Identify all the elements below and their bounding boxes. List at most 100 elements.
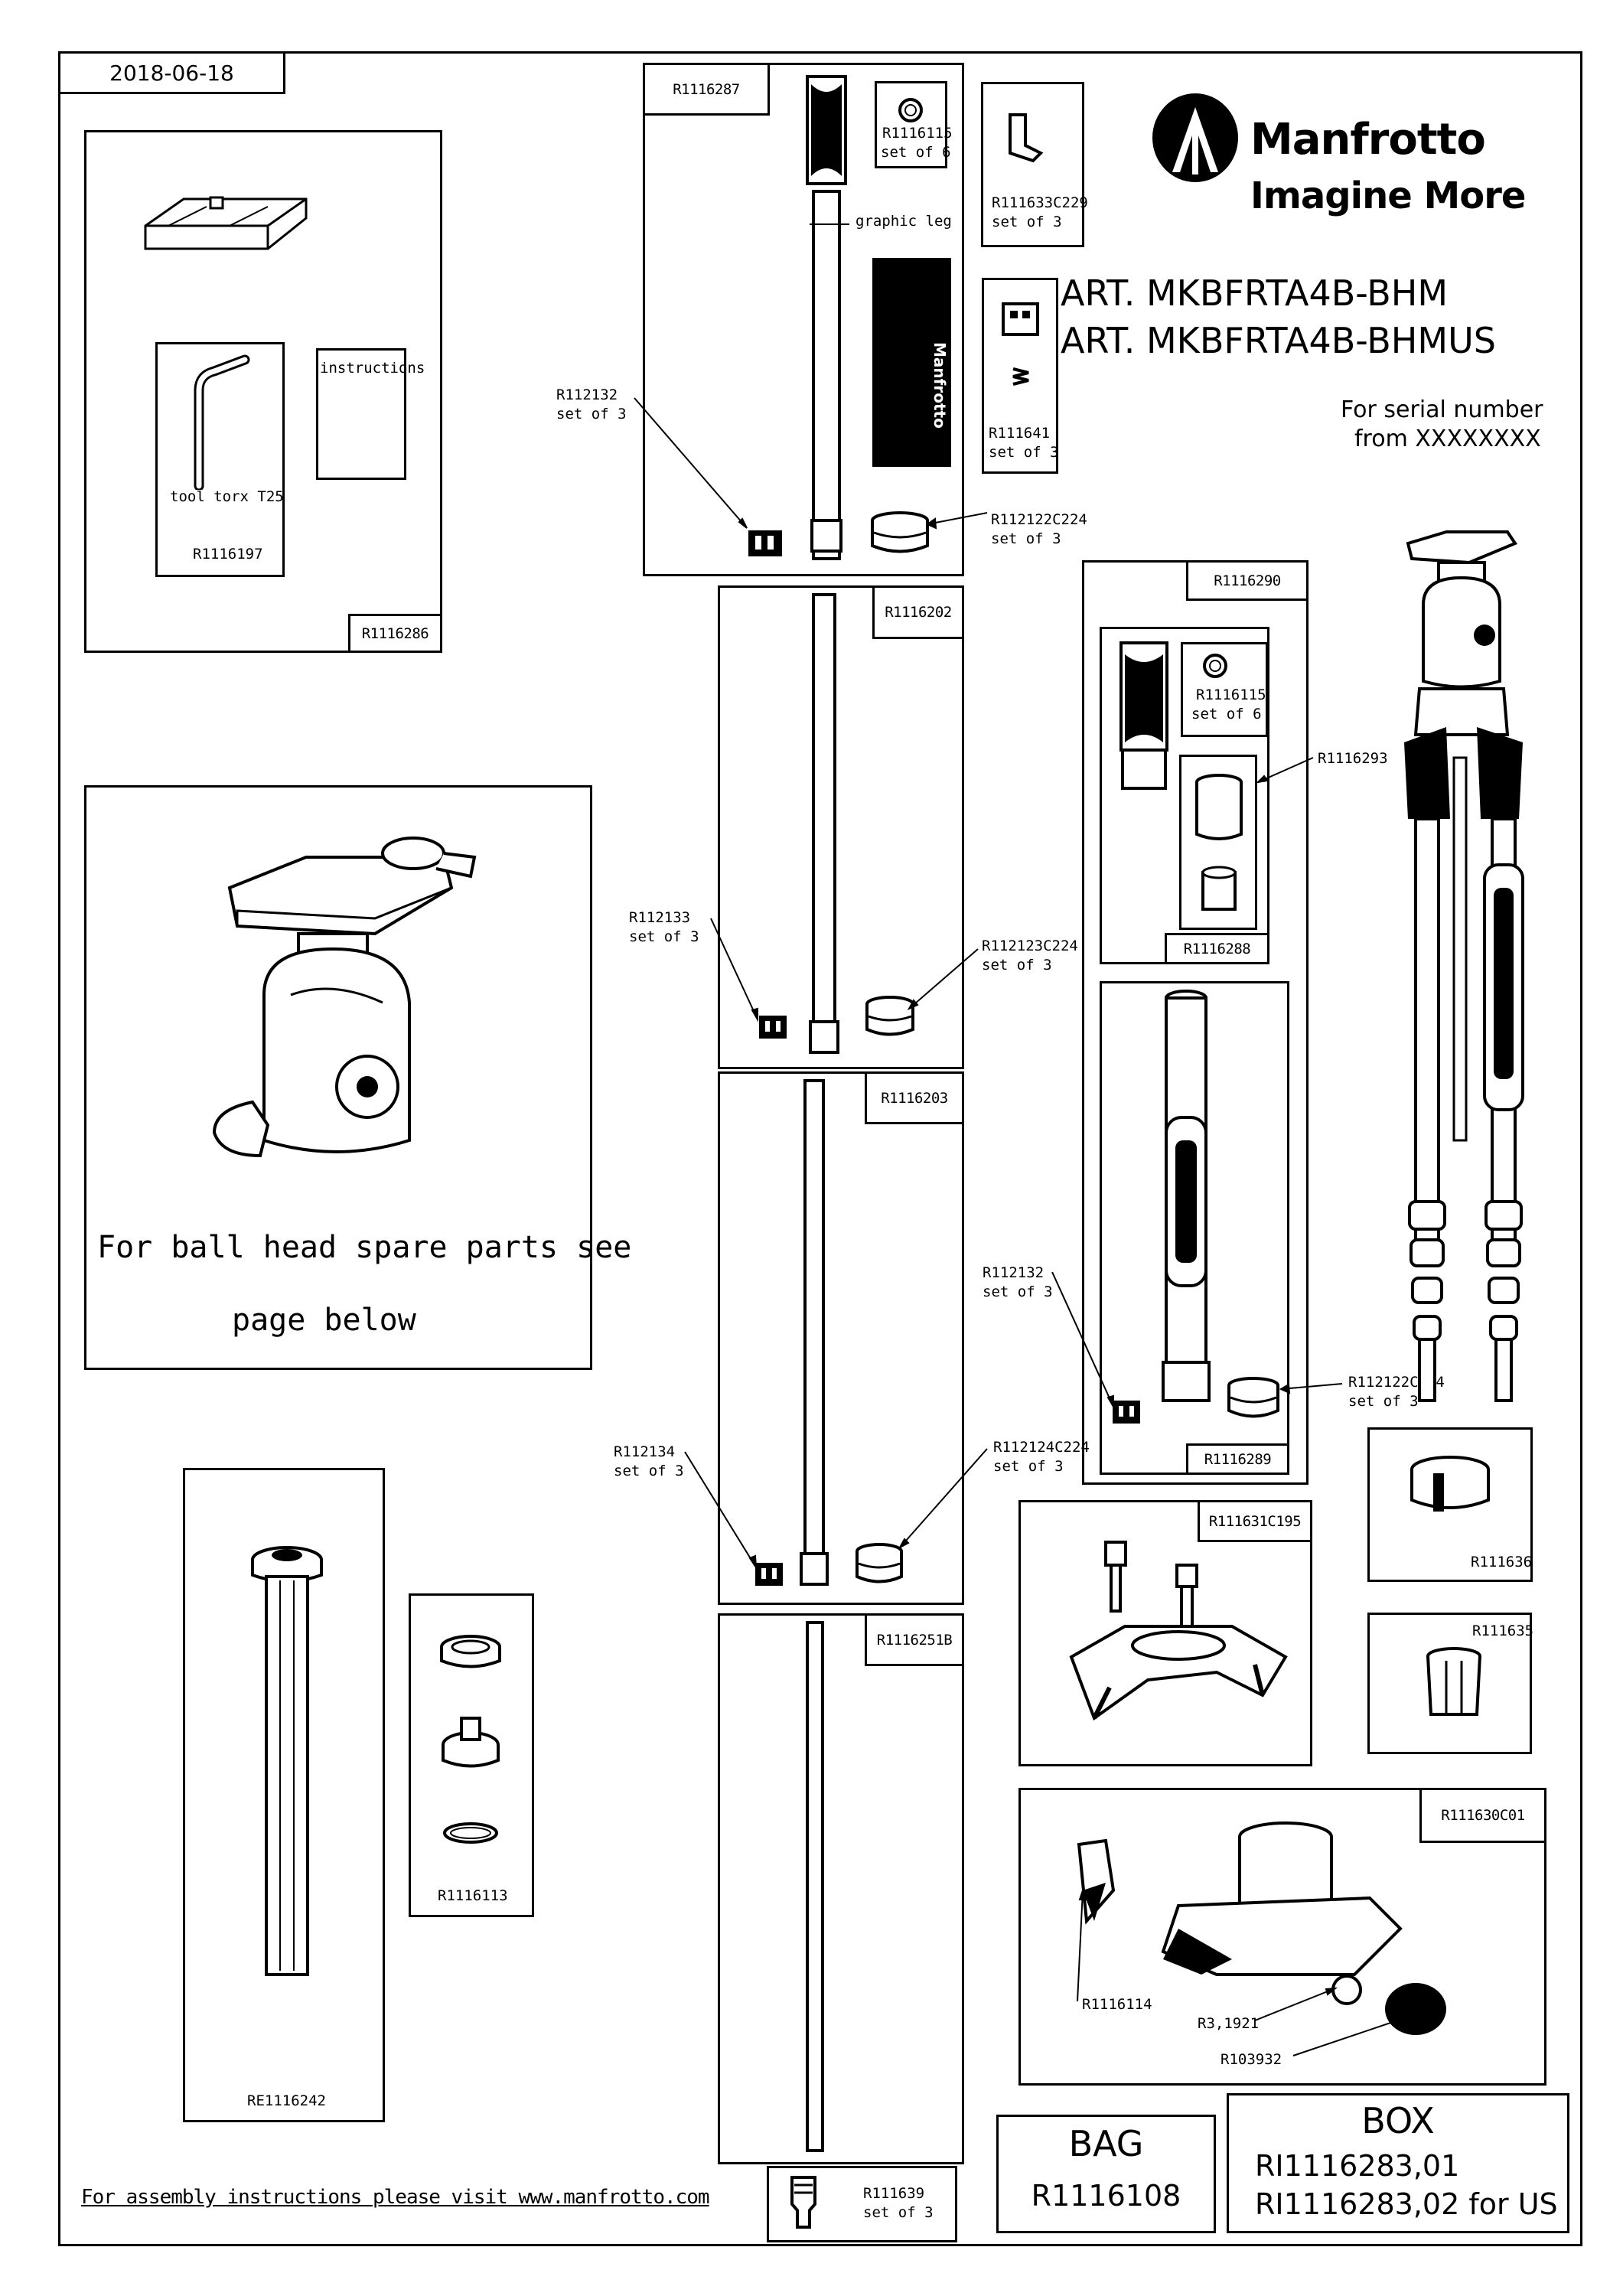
- spike-icon: [1002, 107, 1048, 168]
- leg-3-clip-qty: set of 3: [614, 1463, 684, 1479]
- spider-box: [1018, 1500, 1312, 1766]
- lever-code: R1116114: [1082, 1996, 1152, 2013]
- clip-icon-3: [754, 1561, 784, 1587]
- brand-name: Manfrotto: [1250, 115, 1486, 165]
- tripod-icon: [1404, 530, 1524, 1402]
- date-text: 2018-06-18: [109, 60, 234, 86]
- clip-icon-top: [746, 528, 784, 559]
- assembly-note[interactable]: For assembly instructions please visit w…: [81, 2186, 710, 2209]
- leg-2-clip-qty: set of 3: [629, 928, 699, 945]
- grip-collar-qty: set of 3: [1348, 1393, 1419, 1410]
- tripod-logo-icon: [1152, 93, 1238, 182]
- ball-head-box: [84, 785, 592, 1370]
- grip-ring-icon: [1200, 651, 1230, 681]
- graphic-leg-label: graphic leg: [855, 213, 952, 230]
- leg-top-collar-qty: set of 3: [991, 530, 1061, 547]
- column-code: RE1116242: [247, 2092, 326, 2109]
- art-number-1: ART. MKBFRTA4B-BHM: [1061, 272, 1449, 314]
- instructions-sheet: [316, 348, 406, 480]
- leg-top-icon: [806, 75, 847, 560]
- plate-icon: [144, 196, 308, 250]
- tool-code: R1116197: [193, 546, 263, 563]
- grip-collar-group-code: R1116293: [1318, 750, 1388, 767]
- grip-clip-qty: set of 3: [983, 1283, 1053, 1300]
- bag-title: BAG: [1068, 2123, 1144, 2164]
- lock-part-qty: set of 3: [989, 444, 1059, 461]
- leg-2-clip-code: R112133: [629, 909, 691, 926]
- column-icon: [251, 1546, 323, 1976]
- leg-4-box: [718, 1613, 964, 2164]
- graphic-leg-logo: Manfrotto: [930, 342, 949, 429]
- leg-top-collar-code: R112122C224: [991, 511, 1087, 528]
- leg-2-code: R1116202: [872, 585, 964, 639]
- page-frame: [58, 51, 1582, 2246]
- tripod-illustration: [1377, 528, 1553, 1446]
- box-code-2: RI1116283,02 for US: [1255, 2187, 1558, 2221]
- serial-line-2: from XXXXXXXX: [1354, 426, 1541, 452]
- leg-4-tube: [803, 1621, 826, 2157]
- grip-leg-sub-code: R1116288: [1165, 933, 1269, 964]
- column-parts-code: R1116113: [438, 1887, 508, 1904]
- bag-box: [996, 2115, 1216, 2233]
- grip-tube-icon: [1155, 987, 1217, 1416]
- art-number-2: ART. MKBFRTA4B-BHMUS: [1061, 320, 1496, 361]
- leg-top-clip-code: R112132: [556, 386, 618, 403]
- kit-box-code: R1116286: [348, 614, 442, 653]
- column-parts-icon: [440, 1635, 501, 1844]
- date-tag: 2018-06-18: [58, 51, 285, 94]
- collar-icon-top: [869, 511, 930, 557]
- leg-top-illustration: [800, 69, 853, 566]
- grip-collar-box: [1179, 755, 1257, 930]
- center-column-illustration: [237, 1538, 337, 1982]
- leg-3-box: [718, 1071, 964, 1605]
- grip-ring-code: R1116115: [1196, 687, 1266, 703]
- torx-key-icon: [184, 352, 260, 491]
- ball-head-icon: [212, 837, 477, 1158]
- grip-ring-box: [1181, 642, 1268, 737]
- collar-icon-3: [855, 1542, 904, 1588]
- graphic-leg-sticker: Manfrotto: [872, 258, 951, 467]
- grip-collar-icon: [1194, 773, 1244, 918]
- leg-2-collar-code: R112123C224: [982, 938, 1078, 954]
- tool-label: tool torx T25: [170, 488, 284, 505]
- leg-2-collar-qty: set of 3: [982, 957, 1052, 974]
- ring-qty-top: set of 6: [881, 144, 951, 161]
- ball-head-illustration: [191, 834, 497, 1186]
- knob-code: R103932: [1221, 2051, 1282, 2068]
- foot-qty: set of 3: [863, 2204, 934, 2221]
- ring-code-top: R1116115: [882, 125, 953, 142]
- grip-hinge-icon: [1113, 635, 1175, 796]
- grip-leg-lower-code: R1116289: [1186, 1443, 1289, 1475]
- foot-code: R111639: [863, 2185, 925, 2202]
- ring-a-box: [1367, 1427, 1533, 1582]
- box-box: [1227, 2093, 1569, 2233]
- column-parts-illustration: [429, 1630, 513, 1875]
- base-icon: [1064, 1806, 1462, 2066]
- leg-3-collar-code: R112124C224: [993, 1439, 1090, 1456]
- leg-3-code: R1116203: [865, 1071, 964, 1124]
- spider-icon: [1064, 1534, 1293, 1733]
- foot-icon: [788, 2174, 819, 2231]
- grip-clip-icon: [1111, 1399, 1142, 1425]
- lock-part-icon: [999, 300, 1041, 400]
- box-title: BOX: [1361, 2100, 1435, 2141]
- spike-qty: set of 3: [992, 214, 1062, 230]
- collar-icon-2: [865, 995, 915, 1041]
- leg-2-tube: [809, 593, 839, 1060]
- base-code: R111630C01: [1419, 1788, 1546, 1843]
- grip-ring-qty: set of 6: [1191, 706, 1262, 722]
- ring-box-top: [875, 81, 947, 168]
- spike-box: [981, 82, 1084, 247]
- grip-leg-code: R1116290: [1186, 560, 1309, 601]
- leg-top-clip-qty: set of 3: [556, 406, 627, 422]
- quick-release-plate: [138, 184, 321, 268]
- leg-2-box: [718, 585, 964, 1069]
- column-box: [183, 1468, 385, 2122]
- lock-part-box: [982, 278, 1058, 474]
- bag-code: R1116108: [1031, 2179, 1181, 2213]
- serial-line-1: For serial number: [1341, 396, 1543, 423]
- base-box: [1018, 1788, 1546, 2086]
- brand-tagline: Imagine More: [1250, 174, 1526, 217]
- box-code-1: RI1116283,01: [1255, 2149, 1460, 2183]
- screw-code: R3,1921: [1198, 2015, 1260, 2032]
